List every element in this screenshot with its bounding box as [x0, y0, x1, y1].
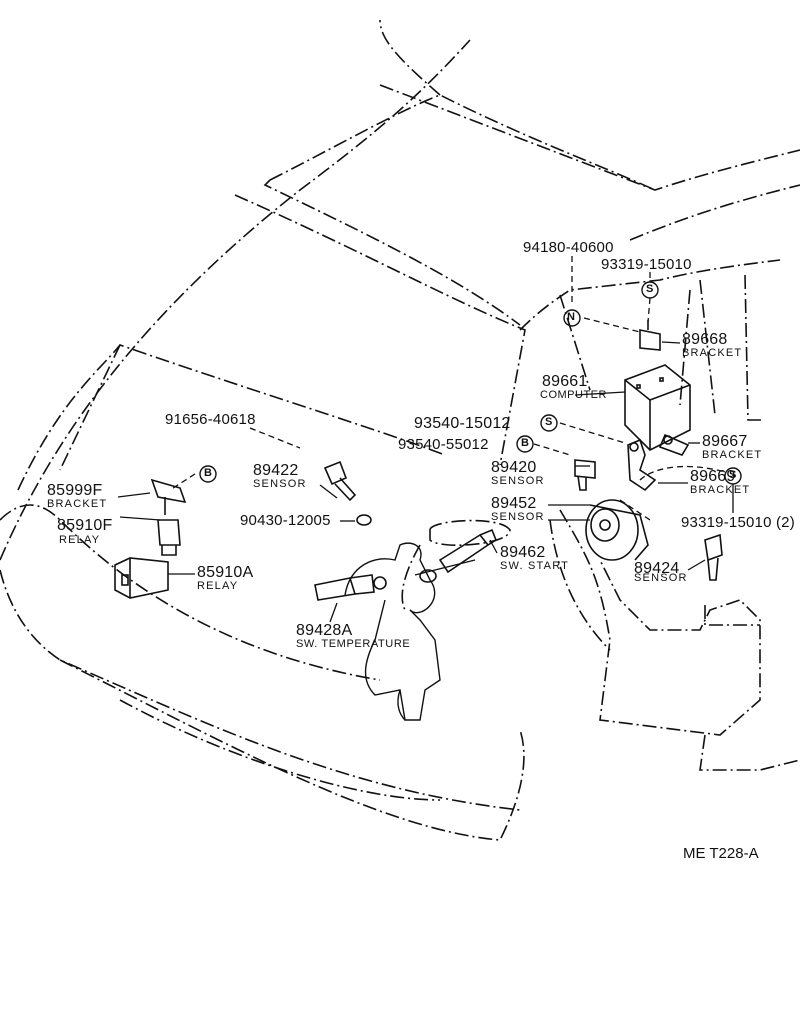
washer-90430-drawing [356, 514, 372, 526]
part-89661-name: COMPUTER [540, 389, 607, 401]
part-93540-55012: 93540-55012 [398, 436, 489, 453]
vehicle-outline [0, 19, 800, 841]
symbol-s-circle-a [641, 281, 659, 299]
leader-lines [169, 256, 726, 521]
part-89668-number: 89668 [682, 331, 728, 348]
symbol-b-circle-a [516, 435, 534, 453]
part-89428a-name: SW. TEMPERATURE [296, 638, 411, 650]
symbol-s-circle-b [540, 414, 558, 432]
part-94180-40600: 94180-40600 [523, 239, 614, 256]
part-93540-15012: 93540-15012 [414, 415, 511, 432]
part-89424-number: 89424 [634, 560, 680, 577]
fan-outline [344, 542, 441, 721]
sensor-89420-drawing [574, 459, 596, 491]
symbol-n-letter: N [567, 311, 575, 323]
bracket-85999f-drawing [150, 478, 187, 515]
relay-85910a-drawing [114, 557, 169, 599]
bracket-89669-drawing [627, 438, 657, 492]
symbol-b-circle-b [199, 465, 217, 483]
part-89452-number: 89452 [491, 495, 537, 512]
engine-block-outline [401, 509, 800, 771]
part-89420-name: SENSOR [491, 475, 545, 487]
bracket-89668-drawing [639, 320, 661, 351]
symbol-circles [199, 281, 742, 485]
diagram-code: ME T228-A [683, 845, 759, 862]
symbol-n-circle [563, 309, 581, 327]
solid-leaders [117, 341, 734, 623]
part-85910f-name: RELAY [59, 534, 101, 546]
part-93319-15010-top: 93319-15010 [601, 256, 692, 273]
part-89424-name: SENSOR [634, 572, 688, 584]
symbol-s-letter-a: S [646, 283, 654, 295]
part-89452-name: SENSOR [491, 511, 545, 523]
part-90430-12005: 90430-12005 [240, 512, 331, 529]
symbol-s-circle-c [724, 467, 742, 485]
part-89661-number: 89661 [542, 373, 588, 390]
sensor-89452-drawing [585, 499, 649, 561]
symbol-s-letter-c: S [729, 469, 737, 481]
part-89669-number: 89669 [690, 468, 736, 485]
symbol-b-letter-b: B [204, 467, 212, 479]
symbol-s-letter-b: S [545, 416, 553, 428]
sensor-89424-drawing [704, 533, 723, 581]
part-85999f-number: 85999F [47, 482, 103, 499]
part-91656-40618: 91656-40618 [165, 411, 256, 428]
part-85910f-number: 85910F [57, 517, 113, 534]
part-89422-name: SENSOR [253, 478, 307, 490]
part-85910a-number: 85910A [197, 564, 254, 581]
part-89667-number: 89667 [702, 433, 748, 450]
part-85910a-name: RELAY [197, 580, 239, 592]
part-89462-name: SW. START [500, 560, 570, 572]
part-85999f-name: BRACKET [47, 498, 108, 510]
part-89462-number: 89462 [500, 544, 546, 561]
part-93319-15010-2: 93319-15010 (2) [681, 514, 795, 531]
relay-85910f-drawing [157, 519, 181, 556]
bracket-89667-drawing [658, 433, 690, 456]
part-89668-name: BRACKET [682, 347, 743, 359]
symbol-b-letter-a: B [521, 437, 529, 449]
computer-unit-drawing [624, 364, 691, 451]
part-89667-name: BRACKET [702, 449, 763, 461]
switch-89462-drawing [419, 528, 497, 583]
part-89422-number: 89422 [253, 462, 299, 479]
switch-89428a-drawing [314, 574, 387, 601]
part-89428a-number: 89428A [296, 622, 353, 639]
part-89669-name: BRACKET [690, 484, 751, 496]
part-89420-number: 89420 [491, 459, 537, 476]
sensor-89422-drawing [323, 460, 357, 502]
